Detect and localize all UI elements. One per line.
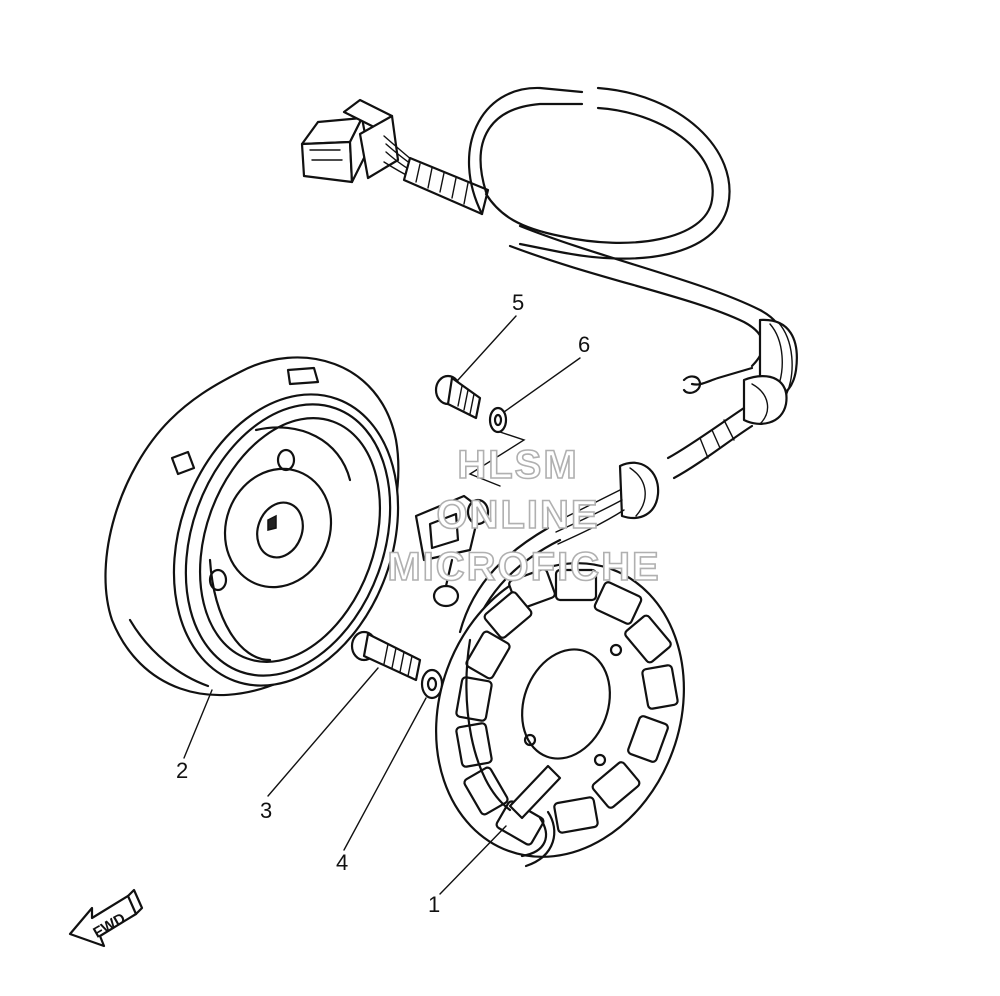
harness-connector (300, 98, 400, 184)
watermark: HLSM ONLINE MICROFICHE (387, 442, 660, 590)
stator-assembly (435, 562, 685, 868)
alignment-line (468, 431, 526, 487)
pickup-coil (414, 494, 490, 608)
callout-1: 1 (428, 892, 440, 917)
callout-6: 6 (578, 332, 590, 357)
watermark-line1: HLSM (457, 443, 578, 487)
bolt-5 (434, 374, 482, 420)
callout-2: 2 (176, 758, 188, 783)
callout-4: 4 (336, 850, 348, 875)
flywheel-rotor (104, 356, 400, 697)
bolt-3 (350, 630, 422, 682)
leader-lines (183, 315, 581, 895)
watermark-line2: ONLINE (436, 493, 599, 537)
washer-6 (488, 406, 508, 434)
callout-3: 3 (260, 798, 272, 823)
forward-direction-arrow: FWD (68, 888, 144, 948)
watermark-line3: MICROFICHE (387, 545, 660, 589)
wire-harness (300, 86, 798, 642)
callout-5: 5 (512, 290, 524, 315)
